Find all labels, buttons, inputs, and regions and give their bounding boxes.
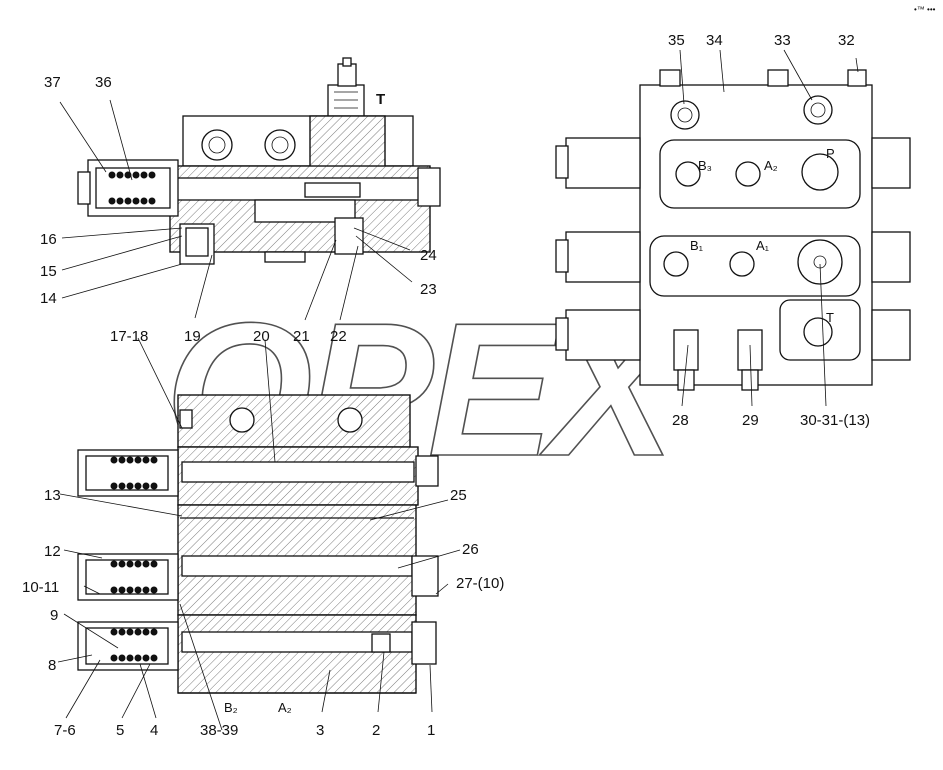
top-section-view xyxy=(77,57,441,265)
part-label-32: 32 xyxy=(838,32,855,49)
part-label-28: 28 xyxy=(672,412,689,429)
part-label-38-39: 38-39 xyxy=(200,722,238,739)
part-label-4: 4 xyxy=(150,722,158,739)
part-label-26: 26 xyxy=(462,541,479,558)
part-label-30-31-13: 30-31-(13) xyxy=(800,412,870,429)
part-label-27-10: 27-(10) xyxy=(456,575,504,592)
part-label-20: 20 xyxy=(253,328,270,345)
port-label-a1: A₁ xyxy=(756,238,770,253)
part-label-16: 16 xyxy=(40,231,57,248)
port-label-p: P xyxy=(826,146,835,161)
part-label-22: 22 xyxy=(330,328,347,345)
part-label-9: 9 xyxy=(50,607,58,624)
part-label-21: 21 xyxy=(293,328,310,345)
port-label-b3: B₃ xyxy=(698,158,712,173)
port-label-b2: B₂ xyxy=(224,700,238,715)
part-label-24: 24 xyxy=(420,247,437,264)
leader-lines xyxy=(57,49,859,731)
part-label-29: 29 xyxy=(742,412,759,429)
port-label-a2-right: A₂ xyxy=(764,158,778,173)
part-label-5: 5 xyxy=(116,722,124,739)
port-label-a2: A₂ xyxy=(278,700,292,715)
part-label-7-6: 7-6 xyxy=(54,722,76,739)
lower-section-view xyxy=(77,394,439,694)
part-label-19: 19 xyxy=(184,328,201,345)
corner-mark: •™ ••• xyxy=(914,5,936,14)
part-label-1: 1 xyxy=(427,722,435,739)
part-label-14: 14 xyxy=(40,290,57,307)
part-label-13: 13 xyxy=(44,487,61,504)
part-label-36: 36 xyxy=(95,74,112,91)
part-label-37: 37 xyxy=(44,74,61,91)
part-label-8: 8 xyxy=(48,657,56,674)
part-label-23: 23 xyxy=(420,281,437,298)
part-label-34: 34 xyxy=(706,32,723,49)
part-label-35: 35 xyxy=(668,32,685,49)
part-label-33: 33 xyxy=(774,32,791,49)
port-label-t-right: T xyxy=(826,310,834,325)
part-label-3: 3 xyxy=(316,722,324,739)
port-label-b1: B₁ xyxy=(690,238,704,253)
exterior-view xyxy=(555,69,911,391)
part-label-12: 12 xyxy=(44,543,61,560)
top-spring xyxy=(108,171,156,205)
part-label-17-18: 17-18 xyxy=(110,328,148,345)
part-label-10-11: 10-11 xyxy=(22,579,59,596)
part-label-25: 25 xyxy=(450,487,467,504)
part-label-15: 15 xyxy=(40,263,57,280)
port-label-t-top: T xyxy=(376,91,385,108)
part-label-2: 2 xyxy=(372,722,380,739)
lower-springs xyxy=(110,456,158,662)
